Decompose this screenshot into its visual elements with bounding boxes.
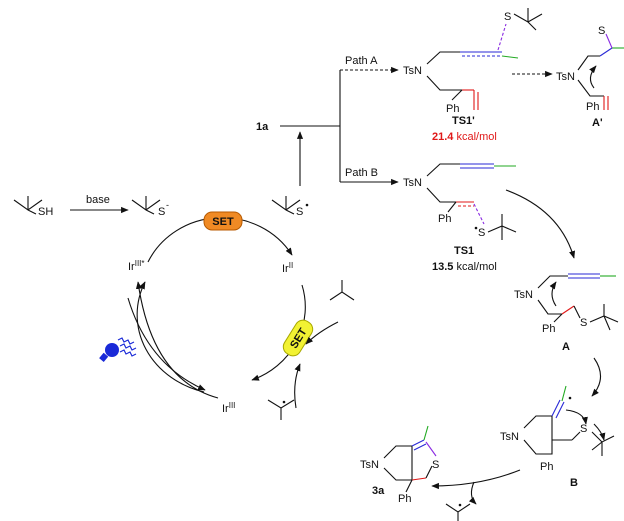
intermediate-b-structure: TsN S Ph	[500, 385, 615, 473]
svg-text:SET: SET	[212, 216, 234, 228]
intermediate-a-structure: TsN S Ph	[514, 273, 619, 335]
svg-text:TsN: TsN	[403, 177, 422, 189]
ir-iii-label: IrIII	[222, 401, 235, 415]
svg-text:TsN: TsN	[556, 71, 575, 83]
set-badge-top: SET	[203, 211, 243, 231]
thiolate-anion: S -	[131, 196, 169, 218]
ts1-prime-energy: 21.4 kcal/mol	[432, 131, 497, 143]
intermediate-a-label: A	[562, 341, 570, 353]
svg-text:Ph: Ph	[540, 461, 553, 473]
svg-text:Ph: Ph	[586, 101, 599, 113]
set-badge-right: SET	[282, 319, 314, 357]
a-to-b-arrow	[591, 357, 602, 397]
ts1-prime-label: TS1'	[452, 115, 475, 127]
svg-text:Ph: Ph	[438, 213, 451, 225]
svg-text:S: S	[580, 423, 587, 435]
a-prime-structure: TsN S Ph	[556, 25, 624, 113]
tert-butyl-thiol: SH	[13, 196, 53, 218]
excitation-arrow	[127, 297, 206, 391]
ts1-energy: 13.5 kcal/mol	[432, 261, 497, 273]
radical-to-set-arrow	[294, 363, 301, 409]
intermediate-b-label: B	[570, 477, 578, 489]
ir-ii-label: IrII	[282, 261, 293, 275]
b-to-product-arrow	[431, 469, 521, 490]
isobutylene-arrow	[305, 321, 339, 345]
thiolate-s-label: S	[158, 206, 165, 218]
substrate-1a-label: 1a	[256, 121, 269, 133]
path-b-label: Path B	[345, 167, 378, 179]
radical-release-arrow	[468, 481, 477, 505]
svg-text:S: S	[478, 227, 485, 239]
ts1-label: TS1	[454, 245, 474, 257]
svg-text:Ph: Ph	[398, 493, 411, 505]
svg-text:S: S	[432, 459, 439, 471]
thiolate-charge: -	[166, 200, 169, 210]
svg-text:Ph: Ph	[446, 103, 459, 115]
cycle-arrow-left	[136, 281, 205, 393]
light-bulb-icon	[99, 337, 137, 362]
tert-butyl-radical-released	[445, 503, 471, 521]
ts1-to-a-arrow	[505, 189, 576, 259]
thiol-label: SH	[38, 206, 53, 218]
decay-arrow	[135, 281, 219, 399]
svg-text:TsN: TsN	[514, 289, 533, 301]
radical-dot	[305, 203, 309, 207]
svg-text:TsN: TsN	[500, 431, 519, 443]
ts1-prime-structure: TsN S Ph	[403, 8, 543, 115]
svg-text:S: S	[598, 25, 605, 37]
ir-iii-excited-label: IrIII*	[128, 259, 145, 273]
svg-text:S: S	[504, 11, 511, 23]
ts1-structure: TsN Ph S	[403, 163, 517, 240]
svg-text:TsN: TsN	[403, 65, 422, 77]
product-3a-label: 3a	[372, 485, 385, 497]
svg-text:TsN: TsN	[360, 459, 379, 471]
svg-text:Ph: Ph	[542, 323, 555, 335]
svg-text:S: S	[580, 317, 587, 329]
tert-butyl-radical-bottom	[267, 399, 295, 420]
a-prime-label: A'	[592, 117, 603, 129]
base-label: base	[86, 194, 110, 206]
thiyl-s-label: S	[296, 206, 303, 218]
thiyl-radical: S	[271, 196, 309, 218]
product-3a-structure: TsN S Ph	[360, 425, 439, 505]
isobutylene	[329, 280, 355, 301]
path-a-label: Path A	[345, 55, 378, 67]
